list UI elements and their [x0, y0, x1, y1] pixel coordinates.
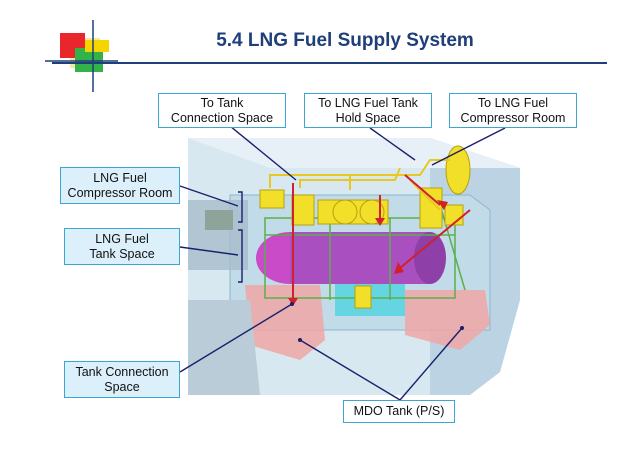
green-pipework — [264, 204, 466, 300]
leader-dots — [290, 302, 464, 342]
lng-tank-far-end — [414, 232, 446, 284]
leader-lines — [179, 125, 506, 401]
mdo-tank-port — [245, 285, 325, 360]
lower-hull — [188, 300, 260, 395]
callout-mdo-tank-text: MDO Tank (P/S) — [353, 404, 445, 418]
callout-mdo-tank: MDO Tank (P/S) — [343, 400, 455, 423]
callout-to-tank-connection: To Tank Connection Space — [158, 93, 286, 128]
yellow-piping — [269, 159, 450, 211]
compressor-machinery — [259, 145, 471, 309]
callout-to-tank-connection-text: To Tank Connection Space — [170, 95, 274, 125]
brackets — [238, 191, 243, 283]
callout-tank-connection-space: Tank Connection Space — [64, 361, 180, 398]
callout-tank-connection-space-text: Tank Connection Space — [75, 364, 169, 394]
callout-to-tank-hold-text: To LNG Fuel Tank Hold Space — [318, 95, 418, 125]
callout-to-compressor: To LNG Fuel Compressor Room — [449, 93, 577, 128]
mdo-tank-starboard — [405, 290, 490, 350]
callout-compressor-room-text: LNG Fuel Compressor Room — [67, 170, 173, 200]
pump-unit — [205, 210, 233, 230]
callout-to-compressor-text: To LNG Fuel Compressor Room — [460, 95, 566, 125]
callout-tank-space: LNG Fuel Tank Space — [64, 228, 180, 265]
callout-compressor-room: LNG Fuel Compressor Room — [60, 167, 180, 204]
red-arrows — [292, 174, 471, 298]
callout-tank-space-text: LNG Fuel Tank Space — [89, 231, 155, 261]
title-underline — [52, 62, 607, 64]
red-arrow-heads — [288, 200, 448, 306]
callout-to-tank-hold: To LNG Fuel Tank Hold Space — [304, 93, 432, 128]
logo-mark — [45, 20, 118, 92]
lng-tank-body — [290, 232, 430, 284]
page-title: 5.4 LNG Fuel Supply System — [216, 30, 474, 51]
